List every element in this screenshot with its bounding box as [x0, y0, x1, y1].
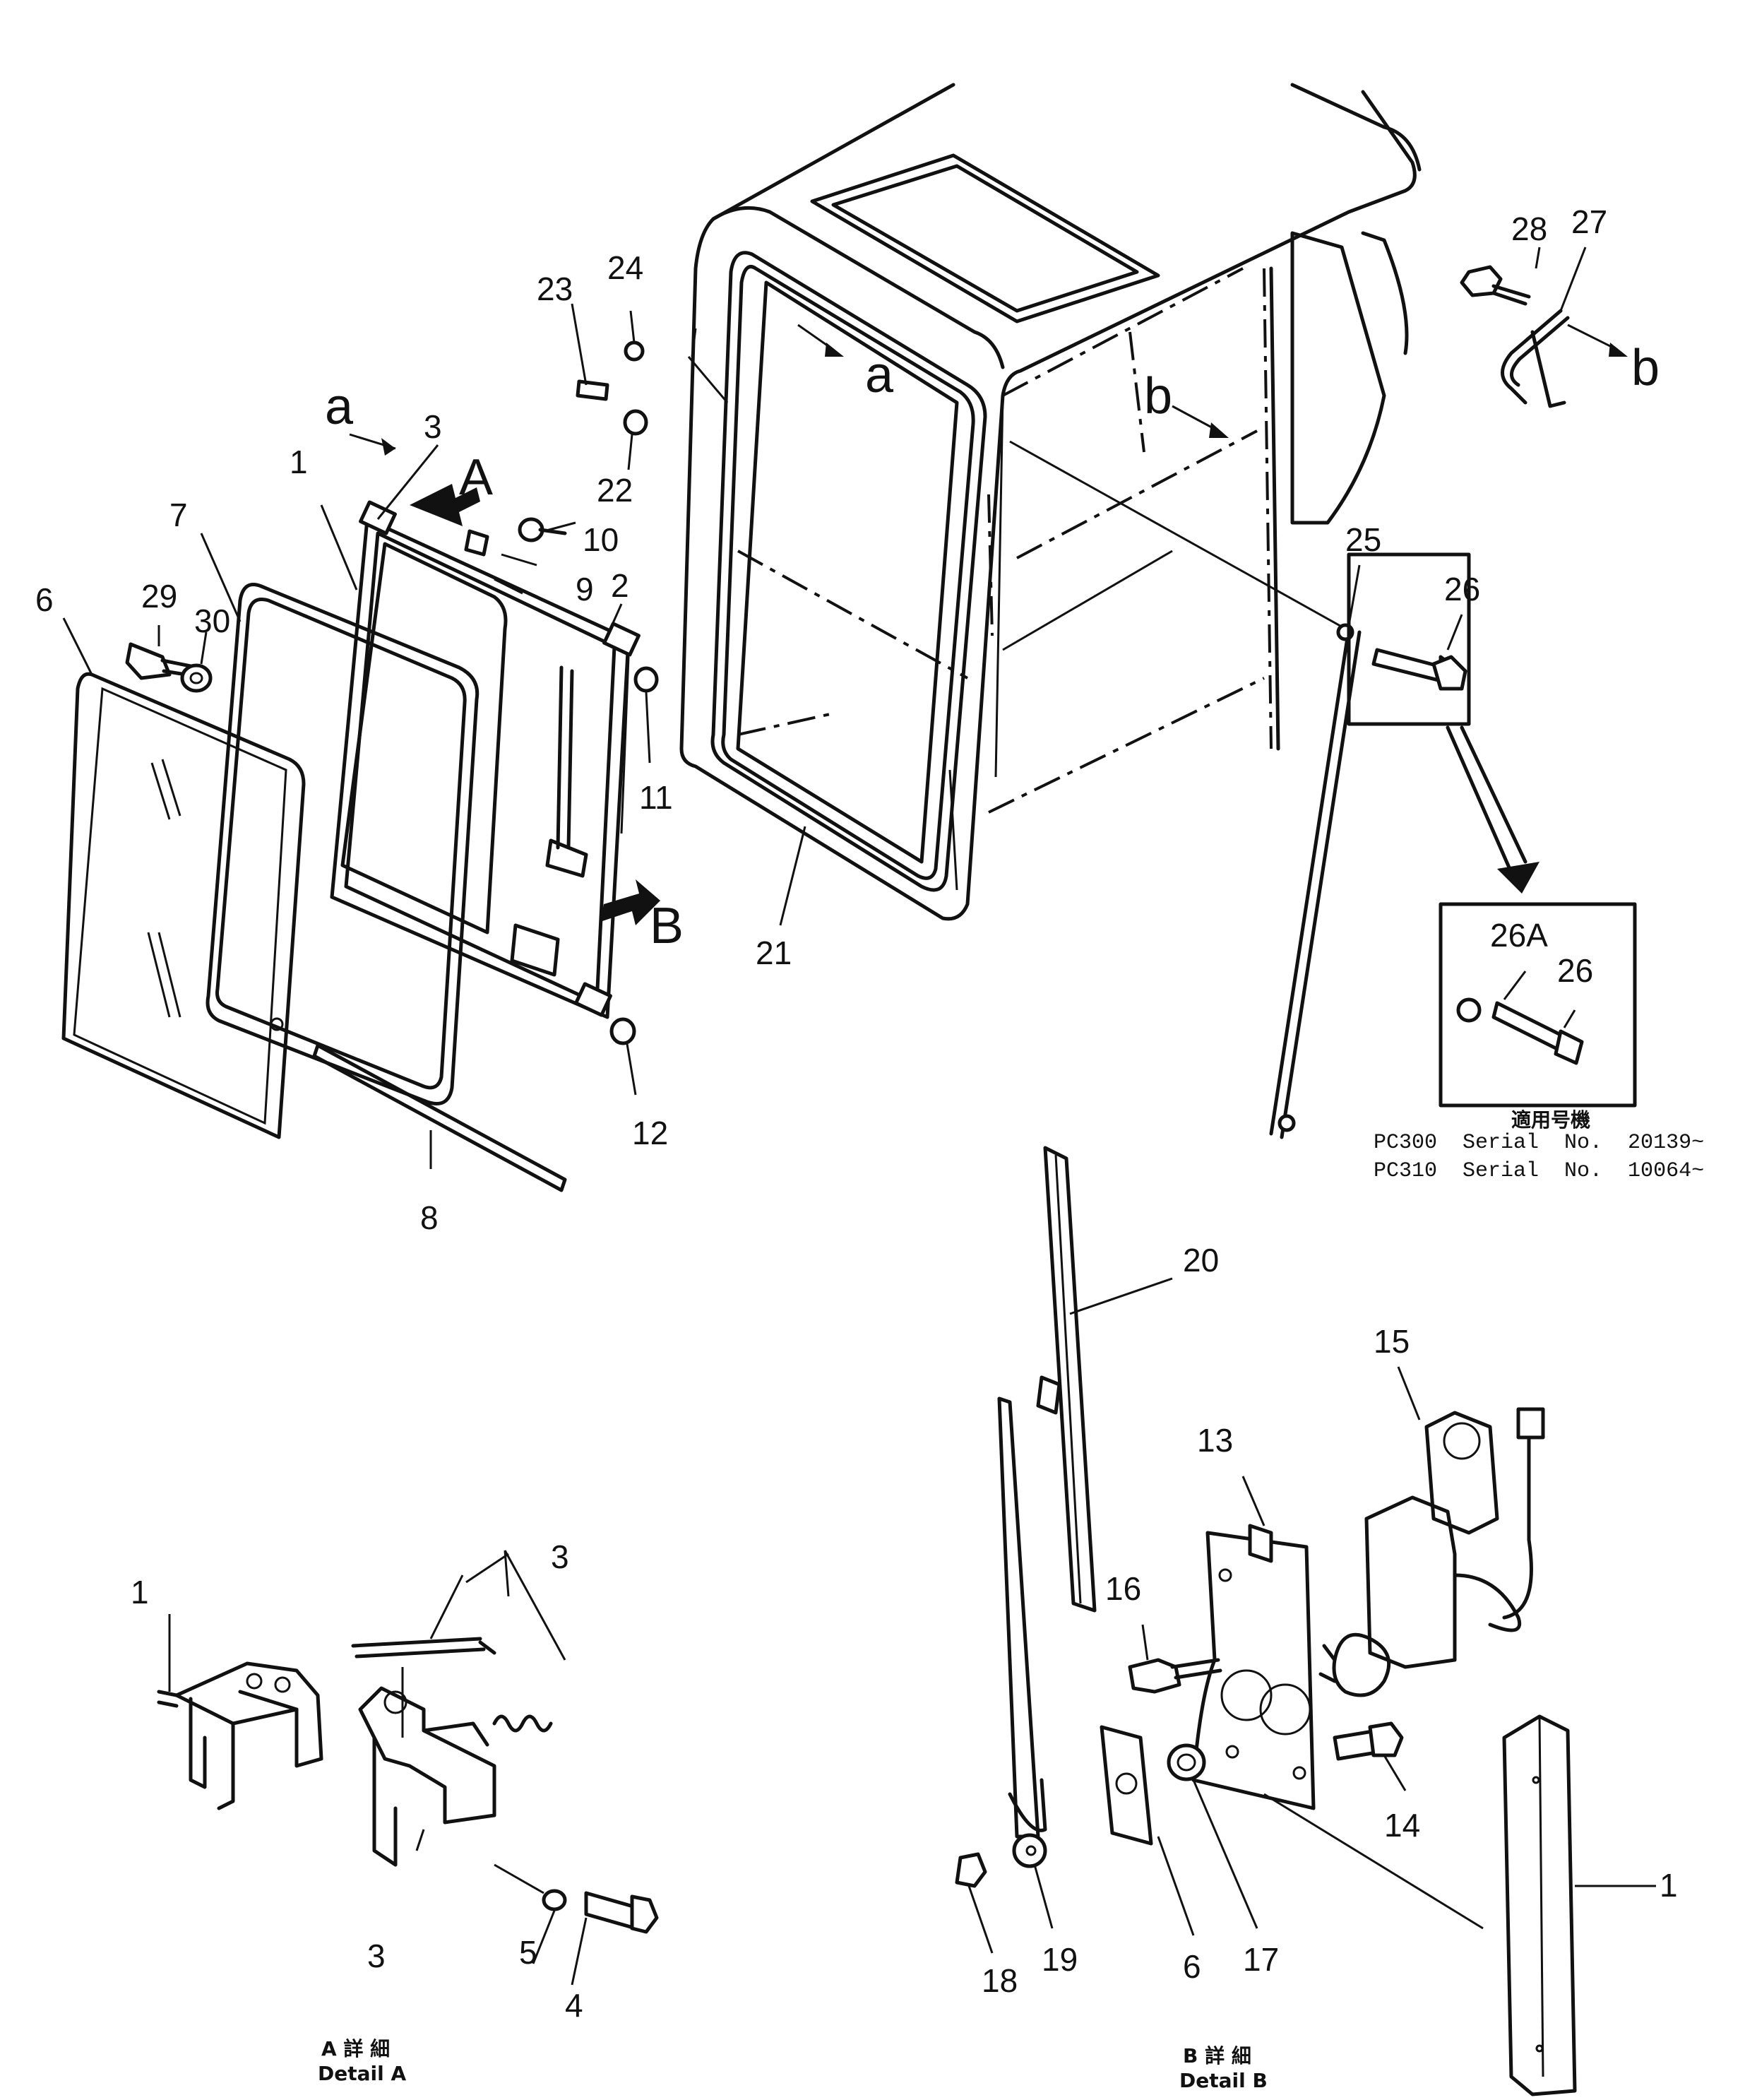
detail-a-label-5: 5 [519, 1934, 537, 1971]
detail-a-label-1: 1 [131, 1574, 149, 1610]
view-a-arrow [410, 484, 480, 526]
detail-b-labels: 20 15 13 16 14 17 6 19 18 1 B 詳 細 Detail… [982, 1242, 1678, 2092]
label-1: 1 [290, 444, 308, 480]
door-glass [61, 672, 306, 1139]
label-30: 30 [194, 603, 230, 639]
label-b-right: b [1631, 340, 1660, 396]
detail-b-label-17: 17 [1243, 1941, 1279, 1978]
label-22: 22 [597, 472, 633, 509]
label-a-cab: a [865, 347, 894, 403]
detail-a-caption-jp: A 詳 細 [321, 2037, 390, 2060]
label-6: 6 [35, 581, 54, 618]
rod-and-bolt-detail [1269, 552, 1637, 1139]
detail-a-labels: 1 3 3 5 4 A 詳 細 Detail A [131, 1538, 583, 2085]
label-3: 3 [424, 408, 442, 445]
label-view-b: B [650, 898, 684, 954]
detail-a-label-3-top: 3 [551, 1538, 569, 1575]
detail-b-label-20: 20 [1183, 1242, 1219, 1279]
label-25: 25 [1345, 521, 1381, 558]
label-2: 2 [611, 567, 629, 604]
weatherstrip [206, 583, 480, 1105]
label-26: 26 [1444, 571, 1480, 607]
serial-note-heading: 適用号機 [1511, 1108, 1590, 1132]
small-parts [125, 328, 729, 1045]
detail-b-label-15: 15 [1374, 1323, 1410, 1360]
cab-body [679, 83, 1422, 921]
strip [312, 1043, 567, 1192]
label-23: 23 [537, 271, 573, 307]
door-frame [330, 500, 641, 1019]
label-12: 12 [632, 1115, 668, 1151]
detail-a-label-3-bottom: 3 [367, 1938, 386, 1974]
detail-b-label-16: 16 [1105, 1570, 1141, 1607]
detail-a-label-4: 4 [565, 1987, 583, 2024]
detail-a [157, 1550, 659, 1934]
label-21: 21 [756, 935, 792, 971]
detail-a-caption-en: Detail A [318, 2062, 406, 2085]
part-labels: 1 3 2 7 6 29 30 10 9 11 12 8 21 22 23 24… [35, 203, 1660, 1236]
label-11: 11 [639, 779, 673, 816]
detail-b-label-1: 1 [1660, 1867, 1678, 1904]
label-27: 27 [1571, 203, 1607, 240]
label-b-cab: b [1144, 368, 1172, 425]
detail-b-label-6: 6 [1183, 1948, 1201, 1985]
detail-b-label-19: 19 [1042, 1941, 1078, 1978]
label-28: 28 [1511, 210, 1547, 247]
label-a-left: a [325, 379, 354, 435]
label-9: 9 [576, 571, 594, 607]
label-7: 7 [169, 497, 188, 533]
serial-note-line1: PC300 Serial No. 20139~ [1374, 1131, 1704, 1155]
label-10: 10 [583, 521, 619, 558]
view-b-arrow [600, 879, 660, 925]
label-26b: 26 [1557, 952, 1593, 989]
label-24: 24 [607, 249, 643, 286]
detail-b [955, 1146, 1656, 2096]
label-26a: 26A [1490, 917, 1548, 954]
serial-note-line2: PC310 Serial No. 10064~ [1374, 1159, 1704, 1183]
detail-b-caption-en: Detail B [1179, 2069, 1268, 2092]
label-view-a: A [459, 449, 493, 506]
label-8: 8 [420, 1199, 439, 1236]
label-29: 29 [141, 578, 177, 615]
leader-lines [62, 247, 1587, 1986]
detail-b-label-14: 14 [1384, 1807, 1420, 1844]
hook-and-bolt [1460, 265, 1570, 408]
view-arrows [349, 324, 1628, 925]
detail-b-label-13: 13 [1197, 1422, 1233, 1459]
detail-b-label-18: 18 [982, 1962, 1018, 1999]
serial-note: 適用号機 PC300 Serial No. 20139~ PC310 Seria… [1374, 1108, 1704, 1183]
detail-b-caption-jp: B 詳 細 [1183, 2044, 1251, 2068]
